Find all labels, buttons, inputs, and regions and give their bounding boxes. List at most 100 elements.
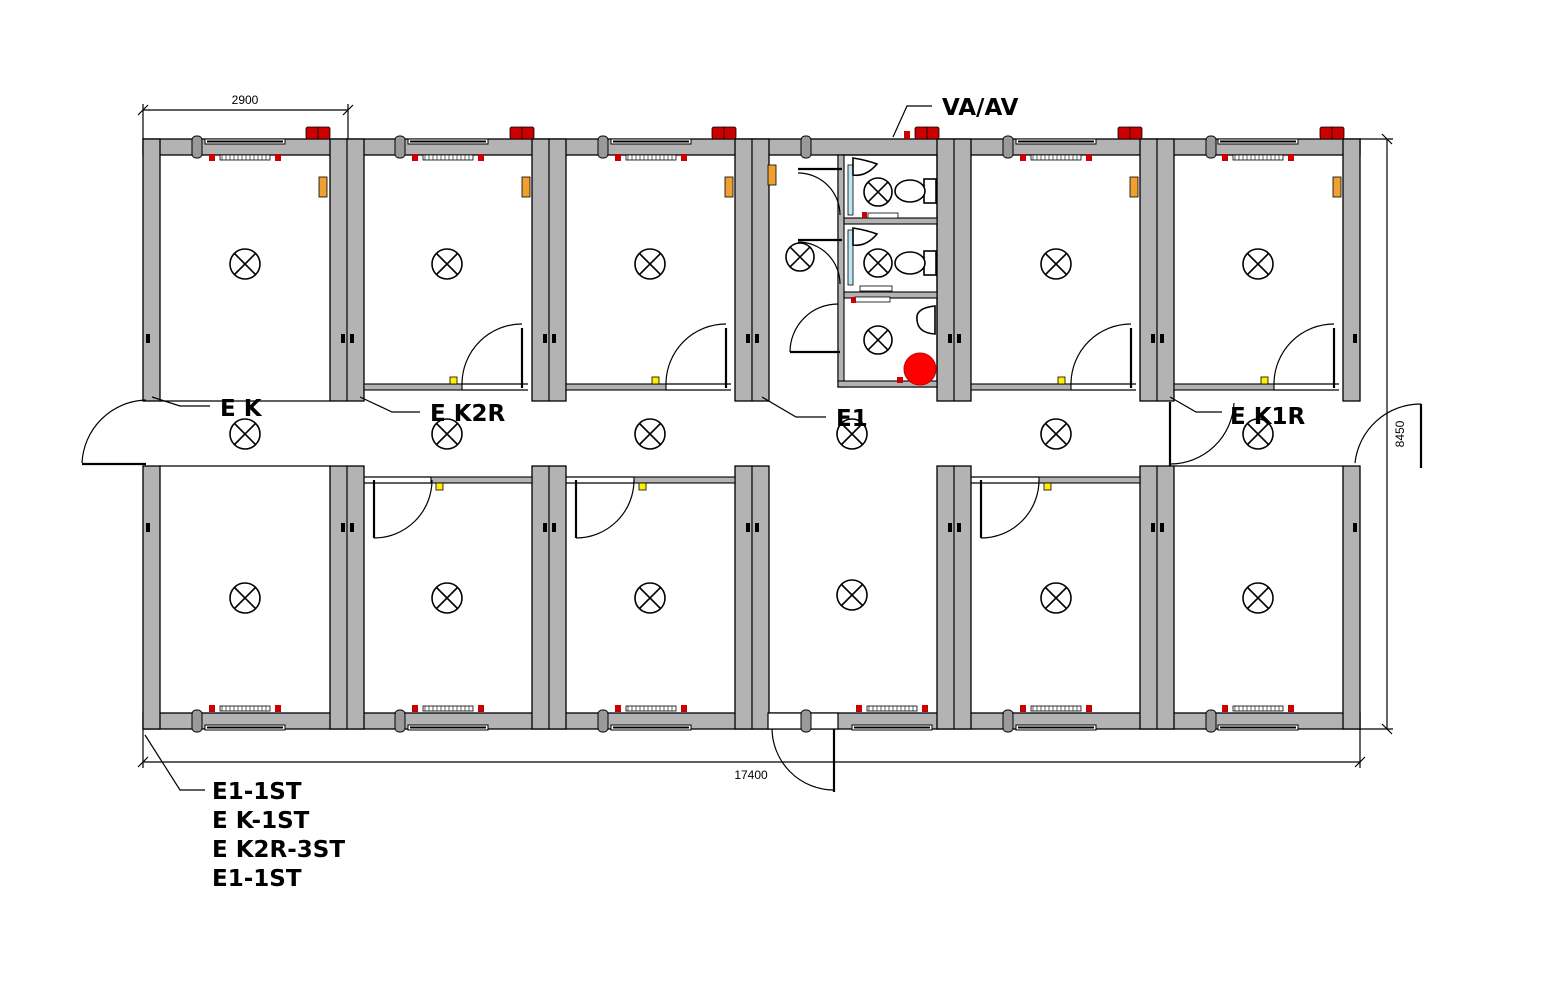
window-heater-icon (407, 138, 489, 161)
wall-peg (191, 709, 203, 733)
wall-peg (191, 135, 203, 159)
roof-vent-icon (305, 126, 331, 140)
wall-connectors (146, 135, 1357, 733)
socket-icon (435, 482, 444, 491)
wall-peg (1002, 135, 1014, 159)
west-wall-lower (142, 465, 161, 730)
module-joint-walls (329, 138, 1175, 730)
ceiling-light-icon (431, 248, 463, 280)
window-heater-icon (1217, 138, 1299, 161)
wall-peg (1160, 334, 1164, 343)
module-list-item: E K2R-3ST (212, 837, 345, 863)
wall-peg (1353, 334, 1357, 343)
smoke-detector-icon (903, 352, 937, 386)
wc-block (837, 154, 938, 388)
window-heater-icon (1217, 705, 1299, 731)
wall-peg (755, 523, 759, 532)
ceiling-light-icon (1040, 248, 1072, 280)
leader-lines (144, 105, 1222, 791)
label-e1: E1 (836, 406, 868, 432)
east-wall-upper (1342, 138, 1361, 402)
wall-peg (146, 334, 150, 343)
socket-icon (1057, 376, 1066, 385)
wall-peg (543, 523, 547, 532)
roof-vent-icon (509, 126, 535, 140)
sink-icon (852, 157, 879, 177)
sink-icon (852, 227, 879, 247)
total-depth-dimension: 8450 (1393, 420, 1407, 447)
wall-peg (746, 334, 750, 343)
window-heater-icon (851, 705, 933, 731)
west-wall-upper (142, 138, 161, 402)
wall-peg (1205, 709, 1217, 733)
ceiling-light-icon (863, 248, 893, 278)
wall-peg (957, 523, 961, 532)
wall-peg (1151, 523, 1155, 532)
wall-peg (543, 334, 547, 343)
sink-icon (916, 305, 936, 335)
label-ek2r: E K2R (430, 401, 506, 427)
wall-peg (597, 709, 609, 733)
ceiling-light-icon (863, 177, 893, 207)
wall-peg (552, 334, 556, 343)
east-wall-lower (1342, 465, 1361, 730)
wall-peg (341, 334, 345, 343)
socket-icon (651, 376, 660, 385)
ceiling-light-icon (836, 418, 868, 450)
wall-peg (146, 523, 150, 532)
dimension-lines: 2900 17400 8450 (137, 93, 1407, 782)
roof-vent-icon (711, 126, 737, 140)
toilet-icon (894, 178, 937, 204)
window-heater-icon (204, 705, 286, 731)
module-list: E1-1ST E K-1ST E K2R-3ST E1-1ST (212, 779, 345, 892)
wall-peg (957, 334, 961, 343)
wall-peg (394, 709, 406, 733)
ceiling-light-icon (634, 248, 666, 280)
glass-partition (847, 164, 854, 216)
toilet-icon (894, 250, 937, 276)
wall-peg (800, 135, 812, 159)
label-ek1r: E K1R (1230, 404, 1306, 430)
ceiling-light-icon (634, 418, 666, 450)
ceiling-light-icon (229, 418, 261, 450)
wall-peg (597, 135, 609, 159)
window-heater-icon (407, 705, 489, 731)
label-vaav: VA/AV (942, 95, 1019, 121)
window-heater-icon (1015, 705, 1097, 731)
module-width-dimension: 2900 (232, 93, 259, 107)
ceiling-light-icon (1242, 418, 1274, 450)
label-ek: E K (220, 396, 263, 422)
ceiling-light-icon (1242, 248, 1274, 280)
wall-peg (800, 709, 812, 733)
electrical-fittings (318, 164, 1342, 491)
wall-peg (746, 523, 750, 532)
total-length-dimension: 17400 (734, 768, 768, 782)
switch-icon (521, 176, 531, 198)
window-heater-icon (610, 705, 692, 731)
ceiling-lights (229, 177, 1274, 614)
window-heater-icon (204, 138, 286, 161)
module-labels: E K E K2R E1 E K1R VA/AV (220, 95, 1306, 432)
switch-icon (767, 164, 777, 186)
socket-icon (1043, 482, 1052, 491)
roof-vent-icon (1117, 126, 1143, 140)
switch-icon (318, 176, 328, 198)
wall-peg (1205, 135, 1217, 159)
ceiling-light-icon (431, 418, 463, 450)
switch-icon (724, 176, 734, 198)
wall-peg (350, 334, 354, 343)
ceiling-light-icon (229, 582, 261, 614)
wall-peg (394, 135, 406, 159)
wall-peg (1002, 709, 1014, 733)
socket-icon (1260, 376, 1269, 385)
socket-icon (449, 376, 458, 385)
wall-peg (1160, 523, 1164, 532)
corridor-partitions (160, 383, 1343, 484)
windows (204, 126, 1345, 731)
roof-vent-icon (914, 126, 940, 140)
module-list-item: E1-1ST (212, 779, 302, 805)
switch-icon (1129, 176, 1139, 198)
ceiling-light-icon (1242, 582, 1274, 614)
wall-peg (948, 523, 952, 532)
